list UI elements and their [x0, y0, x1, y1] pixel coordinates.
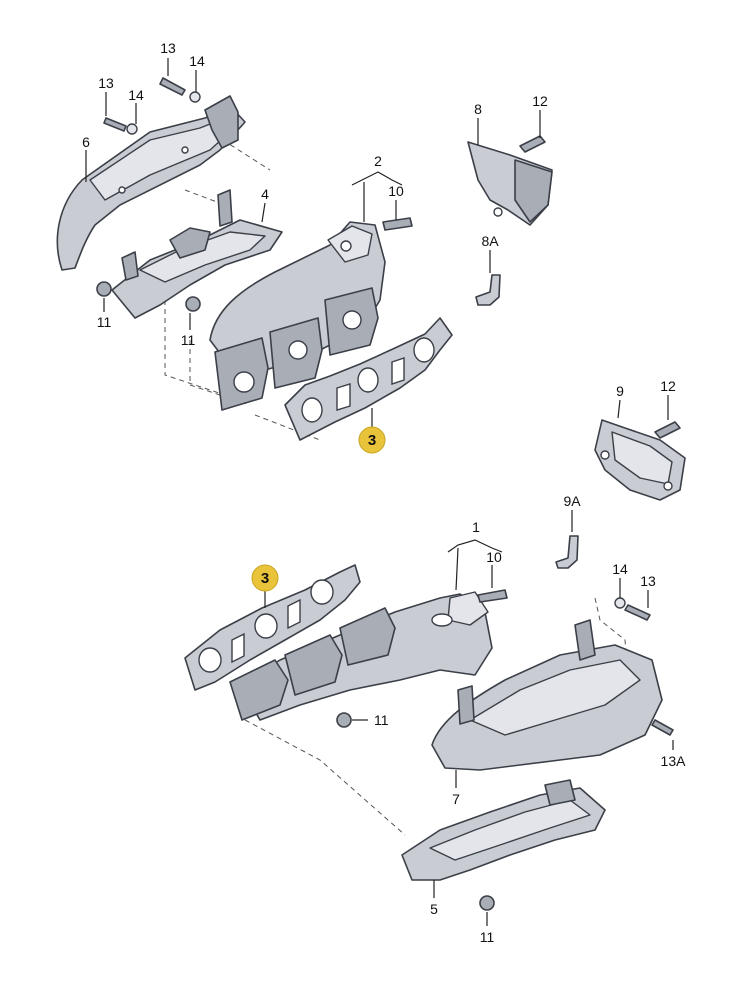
heat-shield-6 — [56, 95, 246, 271]
leader-lines — [85, 58, 674, 926]
bolt-13a — [651, 719, 674, 736]
label-10-bottom: 10 — [486, 549, 502, 565]
heat-shield-9 — [594, 419, 686, 501]
label-5: 5 — [430, 901, 438, 917]
exhaust-manifold-2 — [209, 221, 386, 411]
label-13a: 13A — [661, 753, 687, 769]
nut-11-d — [479, 895, 495, 911]
exhaust-manifold-1 — [229, 591, 493, 721]
bolt-12-mid — [654, 421, 681, 439]
label-13-top: 13 — [160, 40, 176, 56]
highlight-callout-3-top: 3 — [358, 426, 386, 454]
heat-shield-4 — [111, 189, 283, 319]
gasket-3-bottom — [184, 564, 361, 691]
label-13-right: 13 — [640, 573, 656, 589]
highlight-callout-3-bottom: 3 — [251, 564, 279, 592]
bolt-13-right — [624, 604, 651, 621]
bracket-9a — [555, 535, 579, 569]
label-14-left: 14 — [128, 87, 144, 103]
label-2: 2 — [374, 153, 382, 169]
washer-14-right — [614, 597, 626, 609]
label-8: 8 — [474, 101, 482, 117]
label-11-b: 11 — [181, 332, 196, 348]
label-6: 6 — [82, 134, 90, 150]
label-7: 7 — [452, 791, 460, 807]
heat-shield-5 — [401, 779, 606, 881]
bracket-8a — [475, 274, 501, 306]
label-4: 4 — [261, 186, 269, 202]
stud-bolt-10-top — [382, 217, 413, 231]
assembly-lines-top — [164, 134, 321, 441]
nut-11-c — [336, 712, 352, 728]
washer-14-left — [126, 123, 138, 135]
label-11-d: 11 — [480, 929, 495, 945]
bolt-13-top — [159, 77, 186, 96]
label-13-left: 13 — [98, 75, 114, 91]
washer-14-top — [189, 91, 201, 103]
label-12-mid: 12 — [660, 378, 676, 394]
heat-shield-7 — [431, 619, 663, 771]
nut-11-a — [96, 281, 112, 297]
gasket-3-top — [284, 317, 453, 441]
stud-bolt-10-bottom — [477, 589, 508, 603]
label-11-a: 11 — [97, 314, 112, 330]
label-12-top: 12 — [532, 93, 548, 109]
label-9a: 9A — [563, 493, 581, 509]
bracket-8 — [467, 141, 553, 226]
label-3-bottom: 3 — [261, 570, 269, 587]
label-14-top: 14 — [189, 53, 205, 69]
nut-11-b — [185, 296, 201, 312]
bolt-13-left — [103, 117, 127, 132]
label-11-c: 11 — [374, 712, 389, 728]
label-10-top: 10 — [388, 183, 404, 199]
label-8a: 8A — [481, 233, 499, 249]
label-14-right: 14 — [612, 561, 628, 577]
bolt-12-top — [519, 135, 546, 153]
label-9: 9 — [616, 383, 624, 399]
label-3-top: 3 — [368, 432, 376, 449]
label-1: 1 — [472, 519, 480, 535]
